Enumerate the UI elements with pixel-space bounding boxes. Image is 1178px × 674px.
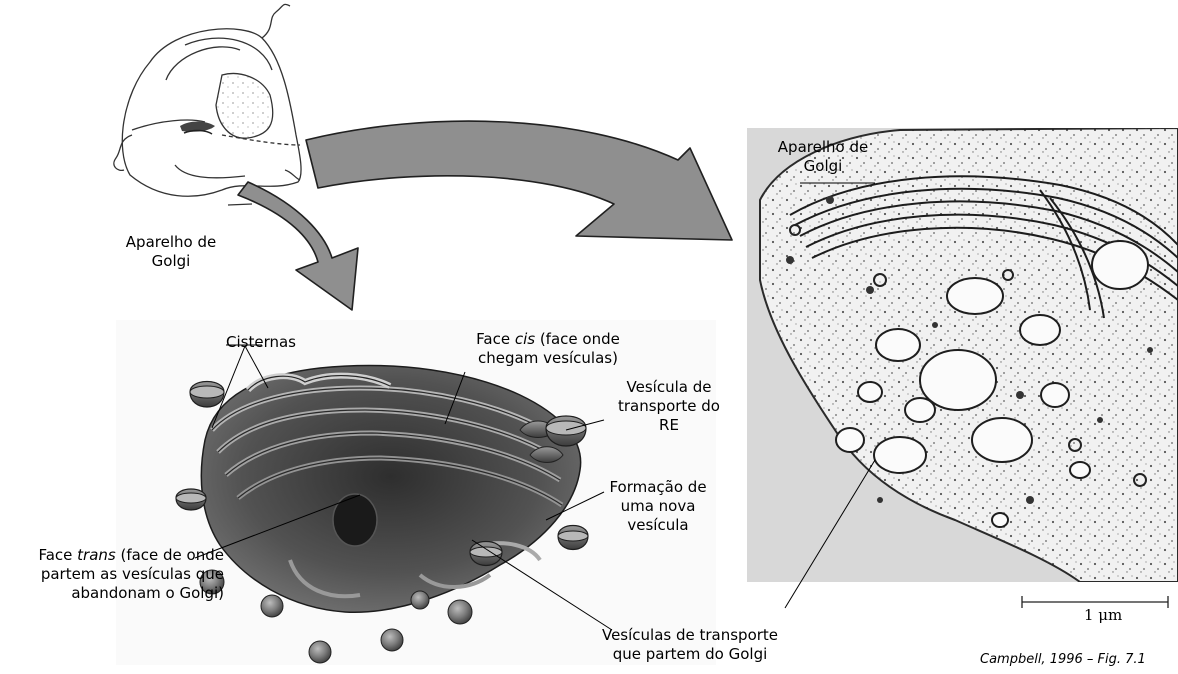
label-golgi-micrograph-line2: Golgi [762,157,884,176]
label-vesiculas-golgi-line1: Vesículas de transporte [574,626,806,645]
label-vesiculas-golgi-line2: que partem do Golgi [574,645,806,664]
cell-sketch [114,4,301,205]
label-face-cis: Face cis (face onde chegam vesículas) [448,330,648,368]
label-golgi-micrograph: Aparelho de Golgi [762,138,884,176]
label-face-trans-line3: abandonam o Golgi) [2,584,224,603]
label-vesicula-re-line2: transporte do [594,397,744,416]
label-vesicula-re: Vesícula de transporte do RE [594,378,744,435]
label-face-cis-line1: Face cis (face onde [448,330,648,349]
label-vesiculas-golgi: Vesículas de transporte que partem do Go… [574,626,806,664]
label-cisternas: Cisternas [226,333,296,352]
label-face-trans-line2: partem as vesículas que [2,565,224,584]
label-golgi-cell-line2: Golgi [116,252,226,271]
cell-golgi-mini [180,122,215,135]
scale-bar-label: 1 μm [1084,606,1122,624]
curved-arrow-to-model [238,182,358,310]
label-golgi-micrograph-line1: Aparelho de [762,138,884,157]
label-formacao-line1: Formação de [598,478,718,497]
label-face-trans: Face trans (face de onde partem as vesíc… [2,546,224,603]
label-face-trans-line1: Face trans (face de onde [2,546,224,565]
figure-credit: Campbell, 1996 – Fig. 7.1 [980,652,1178,667]
label-formacao-vesicula: Formação de uma nova vesícula [598,478,718,535]
label-formacao-line3: vesícula [598,516,718,535]
label-face-cis-line2: chegam vesículas) [448,349,648,368]
curved-arrow-to-micrograph [306,121,732,240]
electron-micrograph [747,128,1178,582]
label-golgi-cell: Aparelho de Golgi [116,233,226,271]
label-golgi-cell-line1: Aparelho de [116,233,226,252]
label-formacao-line2: uma nova [598,497,718,516]
label-vesicula-re-line3: RE [594,416,744,435]
label-vesicula-re-line1: Vesícula de [594,378,744,397]
